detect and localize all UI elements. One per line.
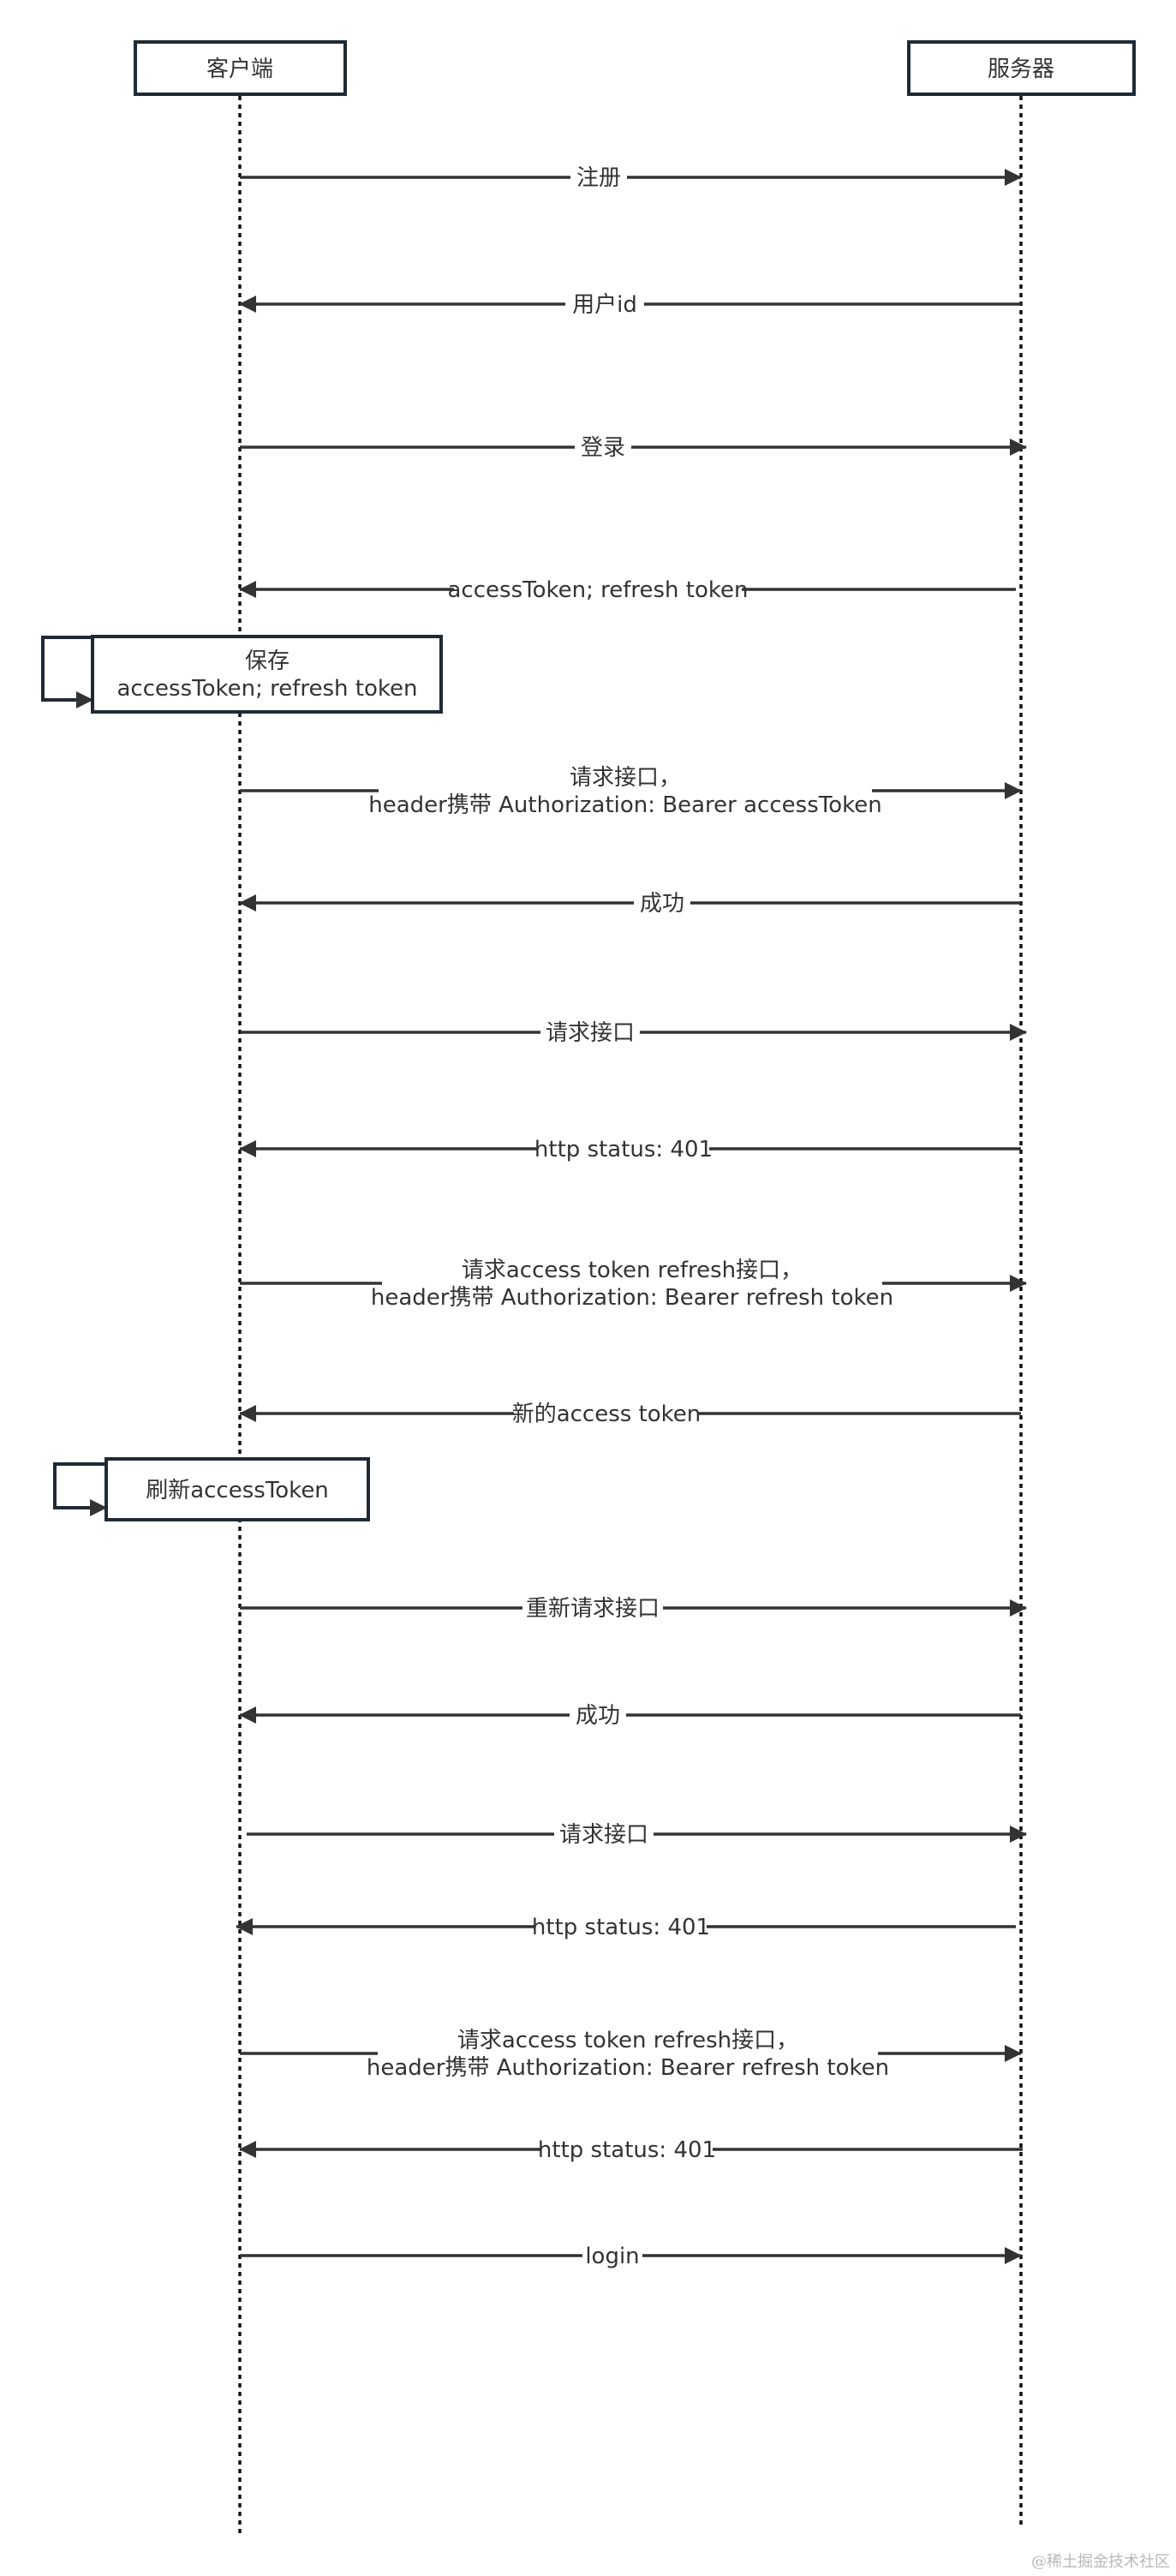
- message-arrow: 成功: [239, 1699, 1021, 1730]
- message-label: 请求access token refresh接口，: [457, 2028, 798, 2053]
- message-list: 注册 用户id 登录 accessToken; refresh token 请求…: [236, 161, 1027, 2270]
- message-label: accessToken; refresh token: [448, 577, 749, 603]
- message-label: 成功: [576, 1703, 620, 1729]
- message-arrow: http status: 401: [236, 1910, 1016, 1941]
- message-label: http status: 401: [538, 2137, 716, 2163]
- message-arrow: 成功: [239, 887, 1021, 917]
- message-label: 请求access token refresh接口，: [462, 1258, 803, 1283]
- message-label: header携带 Authorization: Bearer refresh t…: [367, 2055, 889, 2081]
- message-arrow: http status: 401: [239, 2133, 1023, 2164]
- message-label: http status: 401: [534, 1137, 713, 1162]
- message-label: 用户id: [572, 292, 637, 318]
- note-label: accessToken; refresh token: [117, 676, 418, 702]
- message-arrow: 注册: [240, 161, 1022, 192]
- message-arrow: 重新请求接口: [240, 1592, 1027, 1623]
- message-arrow: login: [240, 2239, 1022, 2270]
- message-arrow: 请求接口: [247, 1818, 1027, 1849]
- message-label: 请求接口，: [570, 765, 681, 791]
- note-label: 刷新accessToken: [146, 1478, 329, 1503]
- self-call-arrow: [53, 1462, 107, 1516]
- message-label: 新的access token: [512, 1402, 701, 1427]
- message-label: header携带 Authorization: Bearer accessTok…: [368, 792, 881, 818]
- message-arrow: 登录: [240, 431, 1027, 462]
- message-arrow: http status: 401: [239, 1133, 1021, 1163]
- watermark-text: @稀土掘金技术社区: [1031, 2553, 1170, 2571]
- message-label: 请求接口: [546, 1020, 635, 1046]
- message-arrow: 用户id: [239, 288, 1021, 319]
- message-label: 成功: [640, 891, 684, 917]
- actor-client: 客户端: [134, 40, 347, 96]
- actor-client-label: 客户端: [206, 57, 273, 82]
- message-arrow: 新的access token: [239, 1397, 1021, 1428]
- message-label: login: [585, 2244, 639, 2269]
- note-label: 保存: [245, 648, 290, 674]
- message-label: 注册: [576, 165, 621, 191]
- message-label: 重新请求接口: [526, 1596, 660, 1622]
- message-label: header携带 Authorization: Bearer refresh t…: [371, 1285, 893, 1311]
- actor-server-label: 服务器: [988, 57, 1054, 82]
- actor-server: 服务器: [907, 40, 1136, 96]
- message-label: 登录: [581, 435, 625, 461]
- message-arrow: 请求接口: [240, 1016, 1027, 1047]
- self-call-arrow: [41, 636, 93, 708]
- note-refresh-access-token: 刷新accessToken: [53, 1457, 370, 1521]
- note-save-tokens: 保存 accessToken; refresh token: [41, 635, 443, 714]
- message-arrow: 请求接口， header携带 Authorization: Bearer acc…: [240, 761, 1022, 822]
- message-arrow: 请求access token refresh接口， header携带 Autho…: [240, 1253, 1027, 1315]
- message-arrow: accessToken; refresh token: [239, 573, 1016, 604]
- message-label: http status: 401: [532, 1915, 710, 1940]
- message-arrow: 请求access token refresh接口， header携带 Autho…: [240, 2023, 1022, 2085]
- message-label: 请求接口: [559, 1822, 648, 1848]
